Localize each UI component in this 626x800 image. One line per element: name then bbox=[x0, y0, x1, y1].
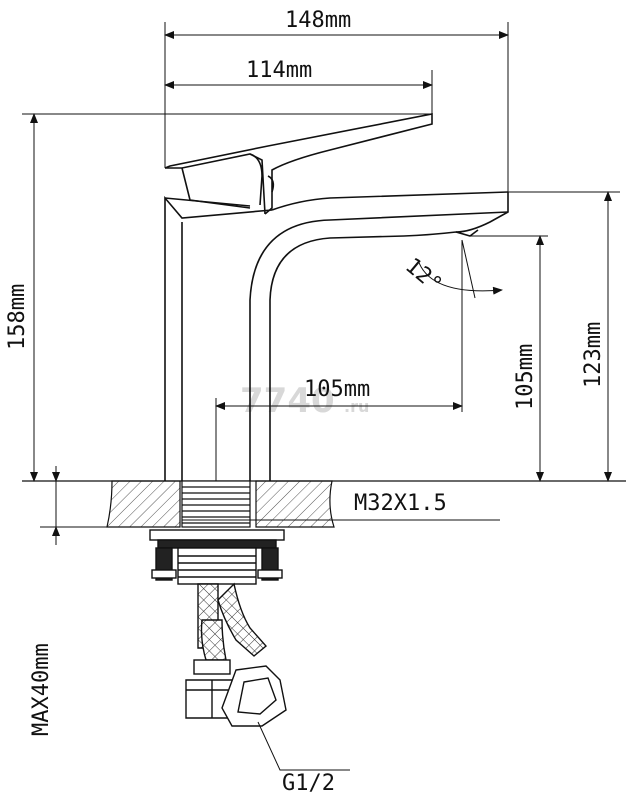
watermark-main: 7740 bbox=[240, 381, 335, 421]
hose-nuts bbox=[185, 659, 287, 727]
dim-max-thickness-label: MAX40mm bbox=[29, 643, 54, 736]
dimension-lines bbox=[22, 22, 620, 771]
dim-angle-label: 12° bbox=[400, 253, 447, 298]
dim-total-height-label: 158mm bbox=[5, 284, 30, 350]
dim-spout-height-label: 123mm bbox=[581, 322, 606, 388]
dim-spout-reach-label: 105mm bbox=[304, 377, 370, 402]
dim-lever-length-label: 114mm bbox=[246, 58, 312, 83]
braided-hoses bbox=[197, 582, 268, 661]
mounting-hardware bbox=[149, 529, 285, 585]
dim-hose-connection-label: G1/2 bbox=[282, 771, 335, 796]
dim-thread-label: M32X1.5 bbox=[354, 491, 447, 516]
threaded-shank bbox=[181, 480, 251, 528]
dim-total-length-label: 148mm bbox=[285, 8, 351, 33]
lever-handle bbox=[164, 113, 433, 215]
countertop-section bbox=[106, 480, 335, 528]
faucet-body bbox=[164, 191, 509, 481]
dim-outlet-height-label: 105mm bbox=[513, 344, 538, 410]
